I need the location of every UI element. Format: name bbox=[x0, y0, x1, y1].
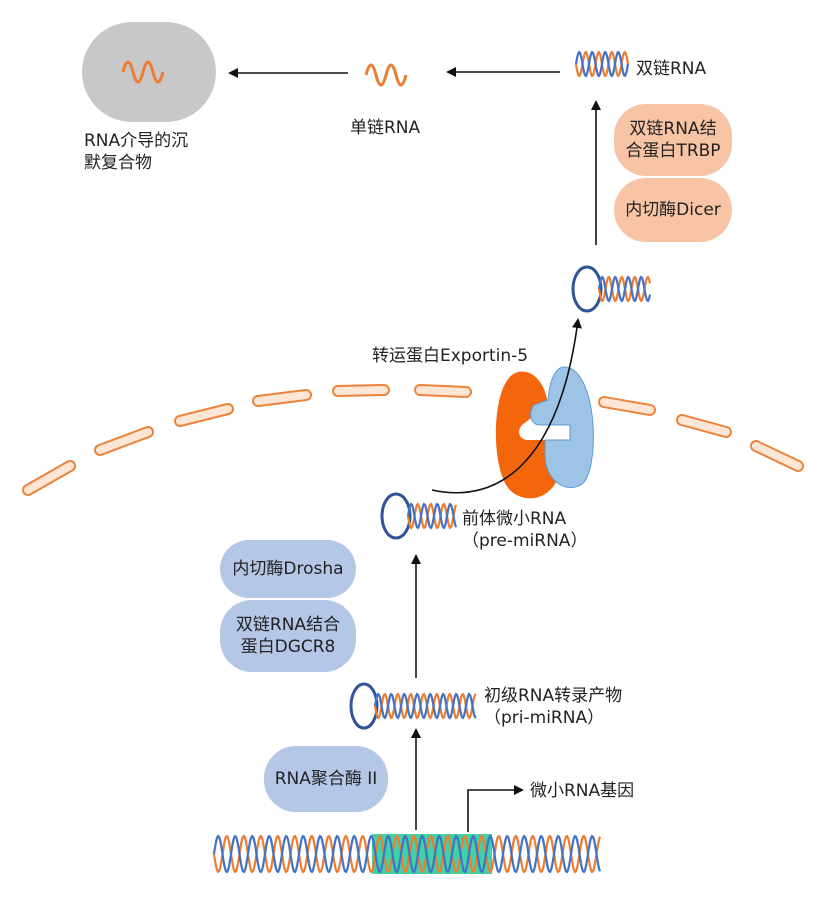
risc-complex-shape bbox=[82, 22, 216, 122]
export-path-arrow bbox=[431, 318, 582, 494]
helix-strand-orange bbox=[406, 502, 458, 530]
drosha-protein: 内切酶Drosha bbox=[220, 540, 356, 598]
dicer-protein: 内切酶Dicer bbox=[614, 178, 732, 242]
pol2-label: RNA聚合酶 II bbox=[274, 769, 378, 789]
hairpin-loop bbox=[571, 265, 603, 313]
pre-mirna-label-line2: （pre-miRNA） bbox=[462, 531, 588, 551]
helix-strand-blue bbox=[574, 50, 630, 78]
membrane-segment-fill bbox=[176, 405, 232, 425]
membrane-segment-fill bbox=[24, 462, 74, 494]
membrane-segment-fill bbox=[96, 428, 152, 454]
nuclear-membrane bbox=[22, 384, 804, 496]
helix-strand-blue bbox=[406, 502, 458, 530]
helix-strand-blue bbox=[373, 692, 477, 720]
helix-strand-blue bbox=[597, 275, 652, 303]
helix-strand-orange bbox=[212, 834, 602, 874]
mirna-gene-label: 微小RNA基因 bbox=[530, 781, 635, 801]
hairpin-loop bbox=[380, 492, 412, 540]
pre-mirna-label: 前体微小RNA （pre-miRNA） bbox=[462, 508, 587, 552]
dicer-label: 内切酶Dicer bbox=[625, 200, 721, 220]
helix-strand-blue bbox=[212, 834, 602, 874]
trbp-protein: 双链RNA结 合蛋白TRBP bbox=[614, 104, 732, 176]
pri-mirna-label-line1: 初级RNA转录产物 bbox=[484, 686, 623, 706]
dgcr8-label-line1: 双链RNA结合 bbox=[235, 615, 341, 635]
transcription-start-arrow bbox=[467, 785, 524, 832]
dna-double-helix bbox=[212, 834, 602, 874]
double-strand-label: 双链RNA bbox=[636, 59, 707, 79]
dgcr8-label-line2: 蛋白DGCR8 bbox=[240, 637, 336, 657]
hairpin-loop bbox=[349, 682, 379, 730]
risc-label-line2: 默复合物 bbox=[84, 153, 152, 173]
double-strand-rna-top bbox=[574, 50, 630, 78]
dgcr8-protein: 双链RNA结合 蛋白DGCR8 bbox=[220, 600, 356, 672]
membrane-segment-fill bbox=[678, 416, 730, 436]
pre-mirna-cytoplasm bbox=[571, 265, 652, 313]
trbp-label-line2: 合蛋白TRBP bbox=[625, 141, 721, 161]
risc-rna-wave bbox=[121, 60, 165, 84]
trbp-label-line1: 双链RNA结 bbox=[629, 119, 717, 139]
pri-mirna-label: 初级RNA转录产物 （pri-miRNA） bbox=[484, 685, 622, 729]
pri-mirna-label-line2: （pri-miRNA） bbox=[484, 708, 605, 728]
single-strand-label: 单链RNA bbox=[350, 118, 421, 138]
pre-mirna-label-line1: 前体微小RNA bbox=[462, 509, 567, 529]
pre-mirna-nucleus bbox=[380, 492, 458, 540]
membrane-segment-fill bbox=[416, 386, 470, 396]
exportin-blue-shape bbox=[530, 366, 594, 489]
rna-polymerase-ii: RNA聚合酶 II bbox=[264, 746, 388, 812]
exportin-label: 转运蛋白Exportin-5 bbox=[372, 346, 529, 366]
pri-mirna bbox=[349, 682, 477, 730]
drosha-label: 内切酶Drosha bbox=[232, 559, 344, 579]
membrane-segment-fill bbox=[334, 386, 388, 395]
membrane-segment-fill bbox=[752, 442, 802, 470]
membrane-segment-fill bbox=[600, 398, 654, 414]
risc-label-line1: RNA介导的沉 bbox=[84, 131, 189, 151]
risc-label: RNA介导的沉 默复合物 bbox=[84, 130, 234, 174]
single-strand-rna-wave bbox=[364, 63, 408, 87]
membrane-segment-fill bbox=[254, 391, 310, 405]
